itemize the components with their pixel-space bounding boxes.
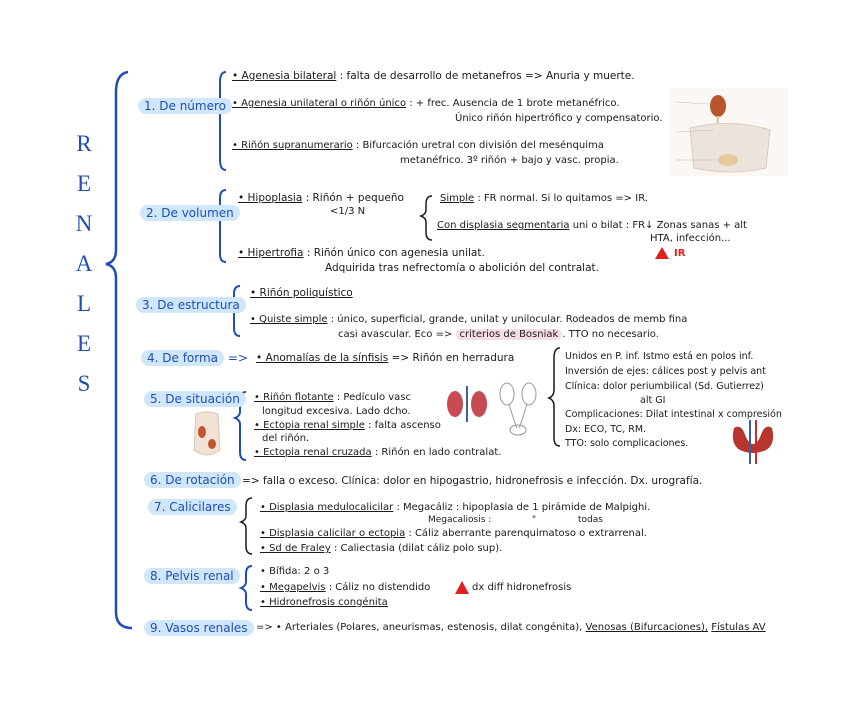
s7-item-1-todas: todas <box>578 515 603 525</box>
urinary-tract-sketch-image <box>493 378 543 436</box>
s3-item-2-cont: casi avascular. Eco => criterios de Bosn… <box>338 329 659 340</box>
s5-item-1: • Riñón flotante : Pedículo vasc <box>254 392 412 403</box>
section-7-label: 7. Calicilares <box>148 499 237 515</box>
s7-item-2: • Displasia calicilar o ectopia : Cáliz … <box>260 528 647 539</box>
s4-note-3: Clínica: dolor periumbilical (Sd. Gutier… <box>565 381 764 392</box>
section-4-label: 4. De forma => <box>141 350 248 366</box>
s4-note-4: alt GI <box>640 395 666 406</box>
section-8-label: 8. Pelvis renal <box>144 568 240 584</box>
s2-item-1: • Hipoplasia : Riñón + pequeño <box>238 192 404 204</box>
warning-icon-1 <box>655 247 669 259</box>
s2-hipo-simple: Simple : FR normal. Si lo quitamos => IR… <box>440 193 648 204</box>
s4-item-1: • Anomalías de la sínfisis => Riñón en h… <box>256 352 515 364</box>
s9-text: => • Arteriales (Polares, aneurismas, es… <box>256 622 766 633</box>
brace-s2 <box>212 189 227 263</box>
section-5-label: 5. De situación <box>144 391 246 407</box>
s4-note-7: TTO: solo complicaciones. <box>565 438 689 449</box>
s2-hipo-hta: HTA, infección... <box>650 233 731 244</box>
section-3-label: 3. De estructura <box>136 297 246 313</box>
brace-hipo <box>418 195 433 241</box>
s3-item-2: • Quiste simple : único, superficial, gr… <box>250 314 688 325</box>
s8-item-3: • Hidronefrosis congénita <box>260 597 388 608</box>
s7-item-3: • Sd de Fraley : Caliectasia (dilat cáli… <box>260 543 503 554</box>
s7-item-1-ditto: " <box>532 515 537 525</box>
s1-item-2-cont: Único riñón hipertrófico y compensatorio… <box>455 113 663 124</box>
section-1-label: 1. De número <box>138 98 232 114</box>
s1-item-1: • Agenesia bilateral : falta de desarrol… <box>232 70 635 82</box>
brace-s8 <box>238 565 253 611</box>
brace-s4 <box>546 347 561 447</box>
s5-item-3: • Ectopia renal cruzada : Riñón en lado … <box>254 447 502 458</box>
kidneys-image <box>445 386 489 422</box>
s4-note-2: Inversión de ejes: cálices post y pelvis… <box>565 366 766 377</box>
s4-note-5: Complicaciones: Dilat intestinal x compr… <box>565 409 782 420</box>
s2-hipo-ir: IR <box>674 248 686 259</box>
section-9-label: 9. Vasos renales <box>144 620 254 636</box>
s2-item-2-cont: Adquirida tras nefrectomía o abolición d… <box>325 262 599 274</box>
s8-item-2-diff: dx diff hidronefrosis <box>472 582 572 593</box>
brace-s7 <box>238 497 253 555</box>
s5-item-1-cont: longitud excesiva. Lado dcho. <box>262 406 411 417</box>
s5-item-2: • Ectopia renal simple : falta ascenso <box>254 420 441 431</box>
s4-note-1: Unidos en P. inf. Istmo está en polos in… <box>565 351 754 362</box>
kidney-anatomy-image <box>670 88 788 176</box>
s2-hipo-displasia: Con displasia segmentaria uni o bilat : … <box>437 220 747 231</box>
s8-item-1: • Bífida: 2 o 3 <box>260 566 330 577</box>
s7-item-1: • Displasia medulocalicilar : Megacáliz … <box>260 502 651 513</box>
warning-icon-2 <box>455 581 469 594</box>
ectopic-kidney-image <box>190 410 224 462</box>
s8-item-2: • Megapelvis : Cáliz no distendido <box>260 582 431 593</box>
s2-item-1-ratio: <1/3 N <box>330 206 366 217</box>
brace-s1 <box>212 71 227 171</box>
s1-item-2: • Agenesia unilateral o riñón único : + … <box>232 98 620 109</box>
main-brace <box>105 70 133 630</box>
horseshoe-kidney-image <box>728 420 778 464</box>
section-2-label: 2. De volumen <box>140 205 240 221</box>
vertical-title: R E N A L E S <box>75 131 93 396</box>
s6-text: => falla o exceso. Clínica: dolor en hip… <box>242 475 703 487</box>
s1-item-3-cont: metanéfrico. 3º riñón + bajo y vasc. pro… <box>400 155 619 166</box>
s3-item-1: • Riñón poliquístico <box>250 287 353 299</box>
s5-item-2-cont: del riñón. <box>262 433 310 444</box>
s4-note-6: Dx: ECO, TC, RM. <box>565 424 647 435</box>
section-6-label: 6. De rotación <box>144 472 241 488</box>
s2-item-2: • Hipertrofia : Riñón único con agenesia… <box>238 247 485 259</box>
s7-item-1-megacaliosis: Megacaliosis : <box>428 515 492 525</box>
s1-item-3: • Riñón supranumerario : Bifurcación ure… <box>232 140 604 151</box>
